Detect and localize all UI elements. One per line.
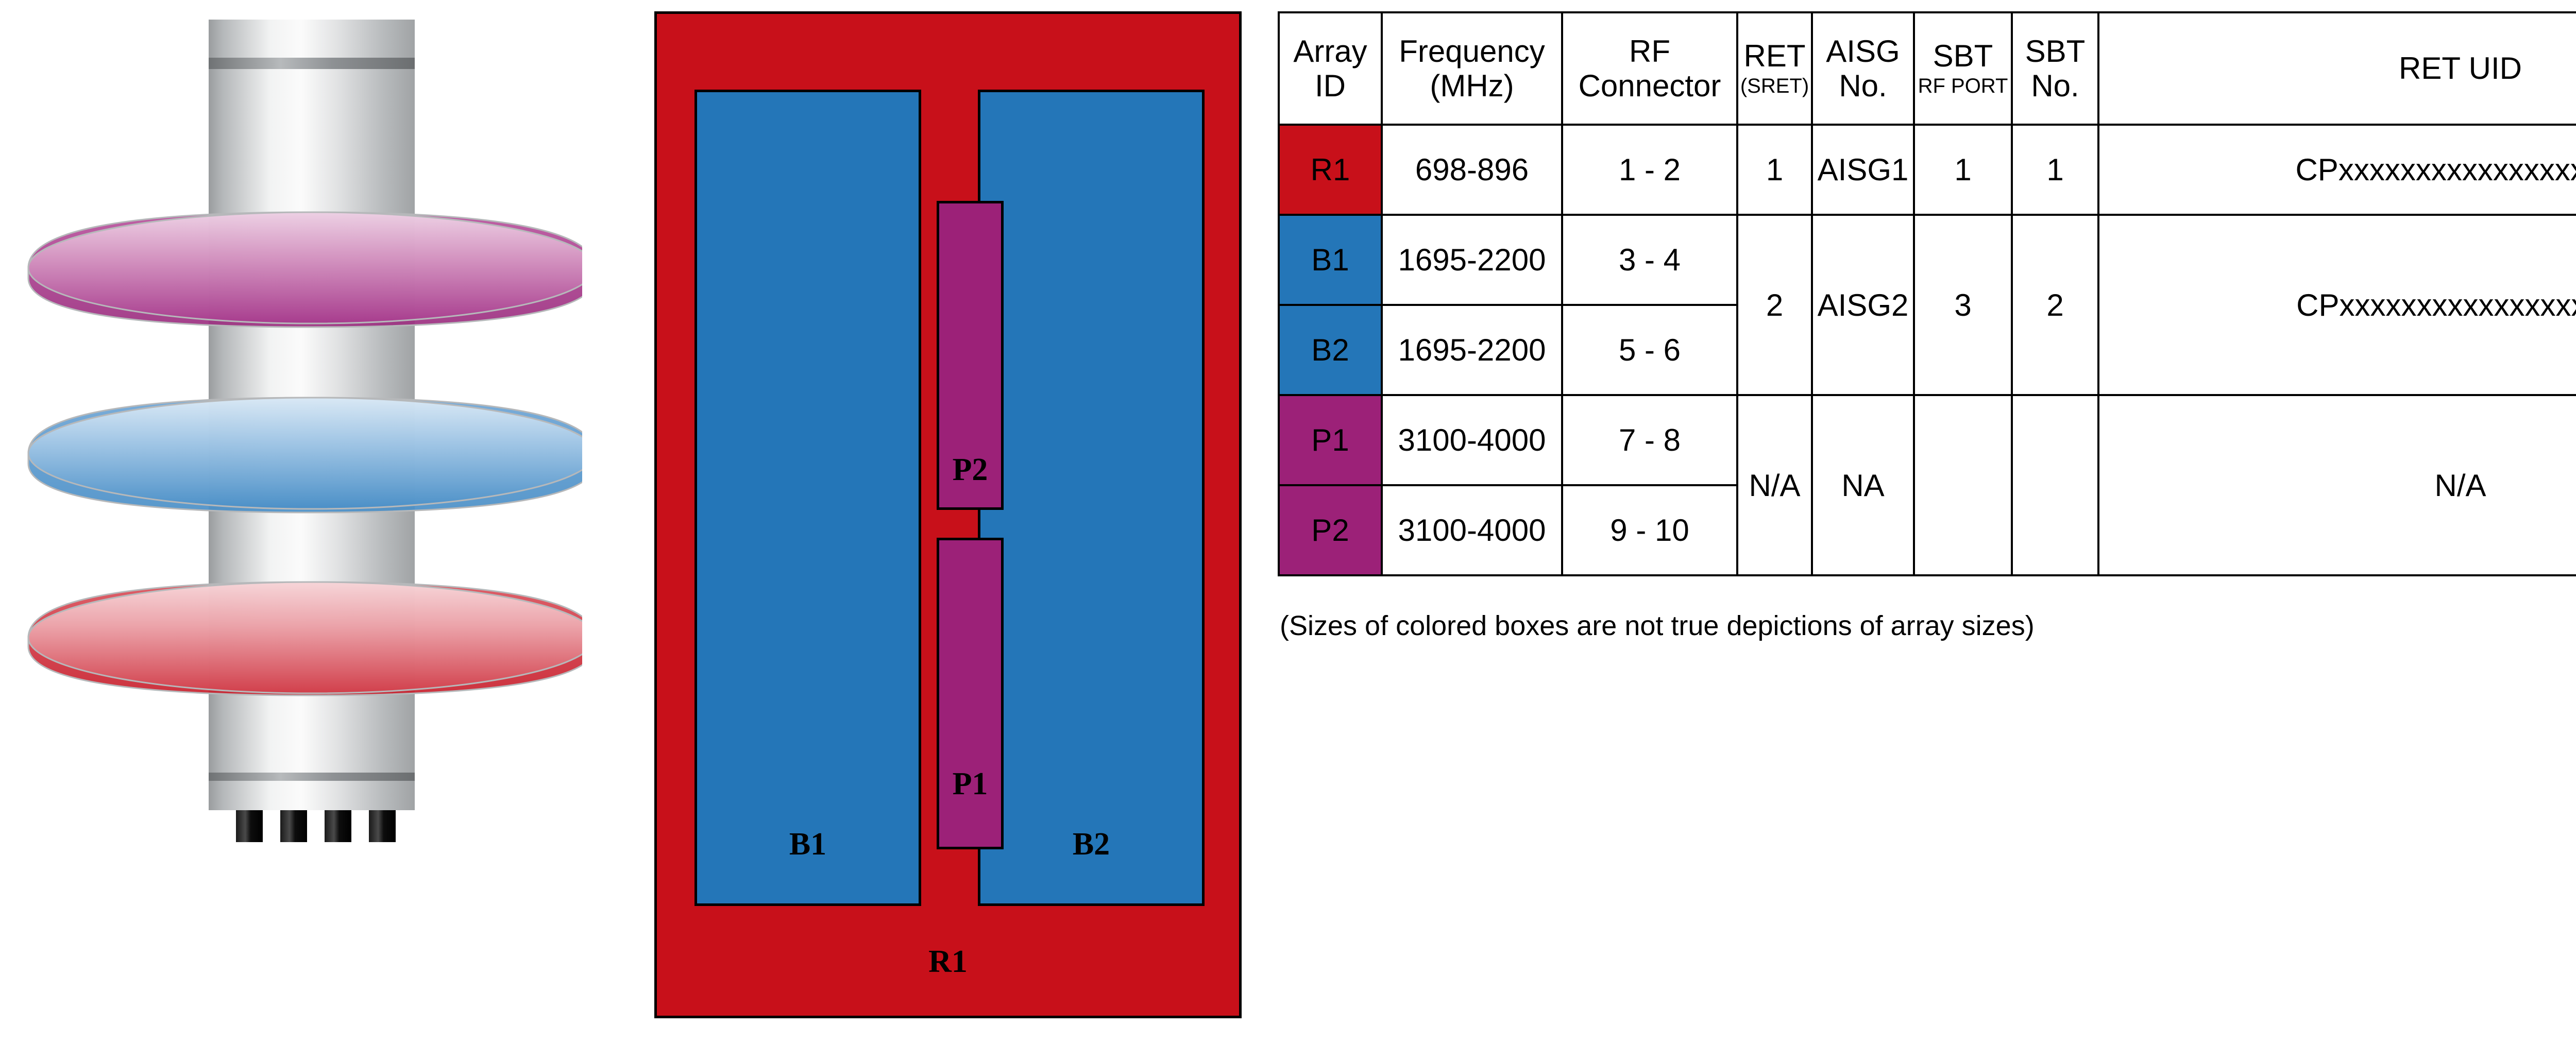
col-header-frequency-l2: (MHz) [1430, 69, 1514, 103]
table-footnote: (Sizes of colored boxes are not true dep… [1280, 610, 2035, 641]
table-row: P1 3100-4000 7 - 8 N/A NA N/A [1278, 394, 2576, 576]
cell-aisg-no: AISG2 [1811, 214, 1915, 396]
array-label-p2: P2 [952, 452, 988, 487]
cell-frequency: 1695-2200 [1381, 304, 1563, 396]
array-config-table: Array ID Frequency (MHz) RF Connector RE… [1278, 11, 2576, 576]
cell-aisg-no: NA [1811, 394, 1915, 576]
cell-frequency: 3100-4000 [1381, 394, 1563, 486]
array-label-p1: P1 [952, 766, 988, 801]
col-header-ret-l1: RET [1743, 39, 1806, 74]
col-header-aisg-no-l2: No. [1839, 69, 1887, 103]
antenna-svg [27, 20, 596, 842]
antenna-illustration [0, 0, 596, 1040]
cell-ret-uid: CPxxxxxxxxxxxxxxxxR1 [2097, 124, 2576, 216]
col-header-sbt-no: SBT No. [2011, 11, 2099, 126]
col-header-ret-uid-l1: RET UID [2399, 51, 2522, 86]
col-header-ret-uid: RET UID [2097, 11, 2576, 126]
cell-ret-uid: N/A [2097, 394, 2576, 576]
table-row: P2 3100-4000 9 - 10 [1278, 484, 2576, 576]
cell-array-id: B2 [1278, 304, 1383, 396]
cell-sbt-no [2011, 394, 2099, 576]
table-row: B1 1695-2200 3 - 4 2 AISG2 3 2 CPxxxxxxx… [1278, 214, 2576, 396]
table-row: B2 1695-2200 5 - 6 [1278, 304, 2576, 396]
col-header-rf-connector: RF Connector [1561, 11, 1738, 126]
cell-rf-connector: 9 - 10 [1561, 484, 1738, 576]
cell-rf-connector: 7 - 8 [1561, 394, 1738, 486]
array-layout-diagram: P2 P1 B1 B2 R1 [654, 11, 1242, 1018]
cell-frequency: 698-896 [1381, 124, 1563, 216]
col-header-sbt-rf-port-l2: RF PORT [1918, 74, 2008, 97]
array-block-b2 [978, 90, 1205, 906]
col-header-sbt-rf-port-l1: SBT [1933, 39, 1993, 74]
cell-sbt-rf-port [1913, 394, 2013, 576]
lower-lobe [27, 581, 596, 696]
col-header-sbt-no-l2: No. [2031, 69, 2079, 103]
cell-ret-uid: CPxxxxxxxxxxxxxxxxB1 [2097, 214, 2576, 396]
cell-rf-connector: 1 - 2 [1561, 124, 1738, 216]
col-header-sbt-no-l1: SBT [2025, 33, 2086, 69]
col-header-sbt-rf-port: SBT RF PORT [1913, 11, 2013, 126]
col-header-frequency-l1: Frequency [1399, 33, 1545, 69]
cell-rf-connector: 3 - 4 [1561, 214, 1738, 306]
array-label-b1: B1 [789, 827, 827, 862]
cell-array-id: P2 [1278, 484, 1383, 576]
col-header-rf-connector-l2: Connector [1578, 69, 1721, 103]
col-header-ret-l2: (SRET) [1740, 74, 1809, 97]
cell-aisg-no: AISG1 [1811, 124, 1915, 216]
cell-frequency: 3100-4000 [1381, 484, 1563, 576]
cell-sbt-no: 1 [2011, 124, 2099, 216]
cell-array-id: R1 [1278, 124, 1383, 216]
cell-rf-connector: 5 - 6 [1561, 304, 1738, 396]
array-block-p1 [937, 538, 1004, 849]
cell-sbt-rf-port: 3 [1913, 214, 2013, 396]
array-label-b2: B2 [1072, 827, 1110, 862]
upper-lobe [27, 211, 596, 328]
col-header-aisg-no-l1: AISG [1826, 33, 1900, 69]
col-header-array-id: Array ID [1278, 11, 1383, 126]
col-header-ret: RET (SRET) [1736, 11, 1813, 126]
cell-ret: 2 [1736, 214, 1813, 396]
col-header-aisg-no: AISG No. [1811, 11, 1915, 126]
array-label-r1: R1 [928, 944, 968, 979]
cell-sbt-no: 2 [2011, 214, 2099, 396]
cell-frequency: 1695-2200 [1381, 214, 1563, 306]
array-config-table-wrap: Array ID Frequency (MHz) RF Connector RE… [1278, 11, 2576, 576]
connector-pins [236, 810, 396, 842]
cell-ret: 1 [1736, 124, 1813, 216]
col-header-rf-connector-l1: RF [1629, 33, 1670, 69]
table-header-row: Array ID Frequency (MHz) RF Connector RE… [1278, 11, 2576, 126]
array-block-b1 [694, 90, 921, 906]
middle-lobe [27, 397, 596, 514]
col-header-array-id-l1: Array ID [1293, 33, 1367, 103]
cell-array-id: B1 [1278, 214, 1383, 306]
table-row: R1 698-896 1 - 2 1 AISG1 1 1 CPxxxxxxxxx… [1278, 124, 2576, 216]
col-header-frequency: Frequency (MHz) [1381, 11, 1563, 126]
cell-ret: N/A [1736, 394, 1813, 576]
array-block-p2 [937, 201, 1004, 510]
cell-sbt-rf-port: 1 [1913, 124, 2013, 216]
cell-array-id: P1 [1278, 394, 1383, 486]
